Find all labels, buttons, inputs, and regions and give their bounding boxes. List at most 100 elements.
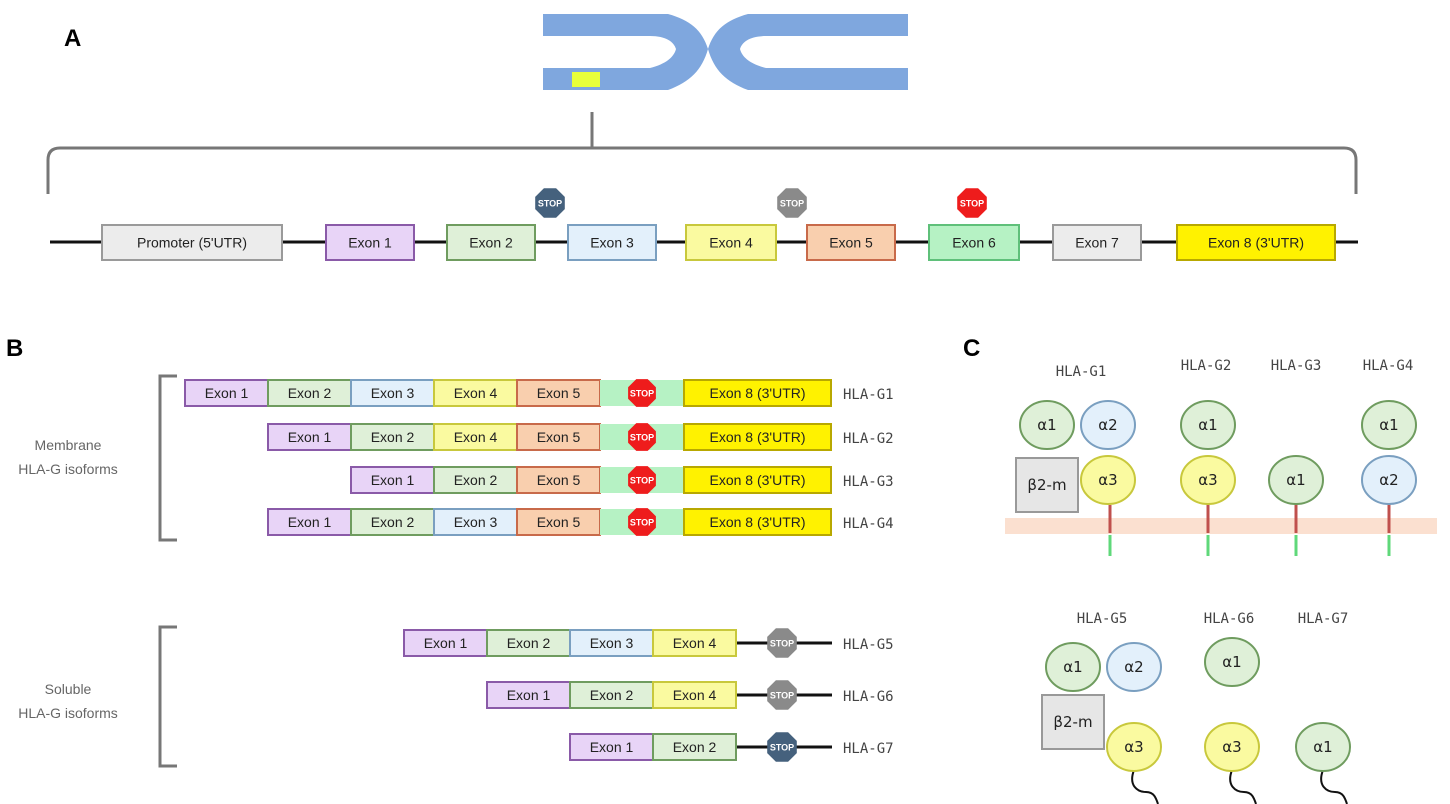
- isoform-hla-g3-stop: STOP: [628, 466, 656, 494]
- panel-letter-c: C: [963, 335, 980, 362]
- gene-promoter-5-utr: Promoter (5'UTR): [101, 224, 283, 261]
- isoform-hla-g7-exon-2: Exon 2: [652, 733, 737, 761]
- gene-exon-6-rect: [928, 224, 1020, 261]
- soluble-group-line-1: Soluble: [45, 681, 92, 697]
- protein-hla-g1-alpha3-shape: [1080, 455, 1136, 505]
- isoform-hla-g4-exon-3: Exon 3: [433, 508, 518, 536]
- isoform-hla-g6-exon-2-label: Exon 2: [590, 687, 634, 703]
- protein-hla-g4-alpha1-label: α1: [1379, 416, 1398, 434]
- isoform-hla-g4-exon-5-label: Exon 5: [537, 514, 581, 530]
- protein-hla-g4-alpha1: α1: [1361, 400, 1417, 450]
- gene-promoter-5-utr-label: Promoter (5'UTR): [137, 235, 247, 251]
- isoform-hla-g5-exon-3: Exon 3: [569, 629, 654, 657]
- protein-hla-g6-alpha1: α1: [1204, 637, 1260, 687]
- membrane-group-line-2: HLA-G isoforms: [18, 461, 118, 477]
- isoform-hla-g1-exon-4-rect: [433, 379, 518, 407]
- isoform-hla-g3-stop-label: STOP: [630, 476, 654, 486]
- isoform-hla-g6-exon-4-rect: [652, 681, 737, 709]
- isoform-hla-g1-exon-3-label: Exon 3: [371, 385, 415, 401]
- isoform-hla-g4-stop-label: STOP: [630, 518, 654, 528]
- gene-exon-2: Exon 2: [446, 224, 536, 261]
- isoform-hla-g1-exon-1: Exon 1: [184, 379, 269, 407]
- isoform-hla-g3-exon-1-rect: [350, 466, 435, 494]
- protein-hla-g2-alpha3-label: α3: [1198, 471, 1217, 489]
- isoform-hla-g4-exon-3-rect: [433, 508, 518, 536]
- gene-exon-4: Exon 4: [685, 224, 777, 261]
- gene-stop-2-label: STOP: [780, 199, 804, 209]
- isoform-hla-g4-exon-1-label: Exon 1: [288, 514, 332, 530]
- isoform-hla-g5-stop: STOP: [767, 628, 797, 658]
- isoform-hla-g7-stop: STOP: [767, 732, 797, 762]
- protein-hla-g5-label: HLA-G5: [1077, 611, 1128, 627]
- gene-exon-7-rect: [1052, 224, 1142, 261]
- isoform-hla-g5-exon-2-label: Exon 2: [507, 635, 551, 651]
- panel-letter-a: A: [64, 25, 81, 52]
- isoform-hla-g2-exon-2-label: Exon 2: [371, 429, 415, 445]
- gene-stop-3-octagon: [957, 188, 987, 218]
- protein-hla-g2-alpha1-label: α1: [1198, 416, 1217, 434]
- isoform-hla-g1-exon-2: Exon 2: [267, 379, 352, 407]
- isoform-hla-g1-label: HLA-G1: [843, 387, 894, 403]
- protein-hla-g1-b2m: β2-m: [1015, 457, 1079, 513]
- protein-hla-g1-alpha1-shape: [1019, 400, 1075, 450]
- isoform-hla-g5-exon-1-label: Exon 1: [424, 635, 468, 651]
- isoform-hla-g4-tail-rect: [683, 508, 832, 536]
- protein-hla-g5-b2m: β2-m: [1041, 694, 1105, 750]
- chromosome-right-arm: [708, 14, 908, 90]
- protein-hla-g3-label: HLA-G3: [1271, 358, 1322, 374]
- protein-hla-g2-alpha1-shape: [1180, 400, 1236, 450]
- isoform-hla-g7-exon-1: Exon 1: [569, 733, 654, 761]
- soluble-bracket: [158, 625, 177, 768]
- isoform-hla-g7-exon-2-rect: [652, 733, 737, 761]
- isoform-hla-g5-stop-label: STOP: [770, 639, 794, 649]
- chromosome-band: [572, 72, 600, 87]
- isoform-hla-g3-exon-5-rect: [516, 466, 601, 494]
- gene-stop-3: STOP: [957, 188, 987, 218]
- isoform-hla-g2-tail: Exon 8 (3'UTR): [683, 423, 832, 451]
- gene-bracket: [46, 112, 1358, 194]
- protein-hla-g6-alpha3-label: α3: [1222, 738, 1241, 756]
- isoform-hla-g3-tail: Exon 8 (3'UTR): [683, 466, 832, 494]
- protein-hla-g2-label: HLA-G2: [1181, 358, 1232, 374]
- protein-hla-g3-alpha1-shape: [1268, 455, 1324, 505]
- isoform-hla-g4-tail: Exon 8 (3'UTR): [683, 508, 832, 536]
- protein-hla-g5-alpha1: α1: [1045, 642, 1101, 692]
- gene-exon-8-3-utr: Exon 8 (3'UTR): [1176, 224, 1336, 261]
- isoform-hla-g6-exon-4-label: Exon 4: [673, 687, 717, 703]
- isoform-hla-g2-exon-1-rect: [267, 423, 352, 451]
- protein-hla-g5-b2m-label: β2-m: [1053, 713, 1092, 731]
- protein-hla-g5-alpha3-shape: [1106, 722, 1162, 772]
- isoform-hla-g3-exon-2: Exon 2: [433, 466, 518, 494]
- gene-exon-2-label: Exon 2: [469, 235, 513, 251]
- gene-exon-5: Exon 5: [806, 224, 896, 261]
- chromosome: [543, 14, 908, 90]
- protein-hla-g4-label: HLA-G4: [1363, 358, 1414, 374]
- gene-stop-1-label: STOP: [538, 199, 562, 209]
- isoform-hla-g4-tail-label: Exon 8 (3'UTR): [709, 514, 805, 530]
- gene-stop-2: STOP: [777, 188, 807, 218]
- gene-exon-1-rect: [325, 224, 415, 261]
- soluble-group-line-2: HLA-G isoforms: [18, 705, 118, 721]
- protein-hla-g7-alpha1: α1: [1295, 722, 1351, 772]
- isoform-hla-g7-exon-1-label: Exon 1: [590, 739, 634, 755]
- isoform-hla-g2-exon-5-label: Exon 5: [537, 429, 581, 445]
- isoform-hla-g2-exon-1-label: Exon 1: [288, 429, 332, 445]
- isoform-hla-g5-exon-3-rect: [569, 629, 654, 657]
- isoform-hla-g3-label: HLA-G3: [843, 474, 894, 490]
- isoform-hla-g1-exon-1-label: Exon 1: [205, 385, 249, 401]
- isoform-hla-g2-exon-2-rect: [350, 423, 435, 451]
- isoform-hla-g4-stop: STOP: [628, 508, 656, 536]
- gene-exon-4-label: Exon 4: [709, 235, 753, 251]
- protein-hla-g5-b2m-shape: [1041, 694, 1105, 750]
- protein-hla-g5-alpha2: α2: [1106, 642, 1162, 692]
- isoform-hla-g6-exon-4: Exon 4: [652, 681, 737, 709]
- isoform-hla-g5-exon-4: Exon 4: [652, 629, 737, 657]
- protein-hla-g4-alpha2-label: α2: [1379, 471, 1398, 489]
- protein-hla-g2-alpha3-shape: [1180, 455, 1236, 505]
- isoform-hla-g1-exon-5-label: Exon 5: [537, 385, 581, 401]
